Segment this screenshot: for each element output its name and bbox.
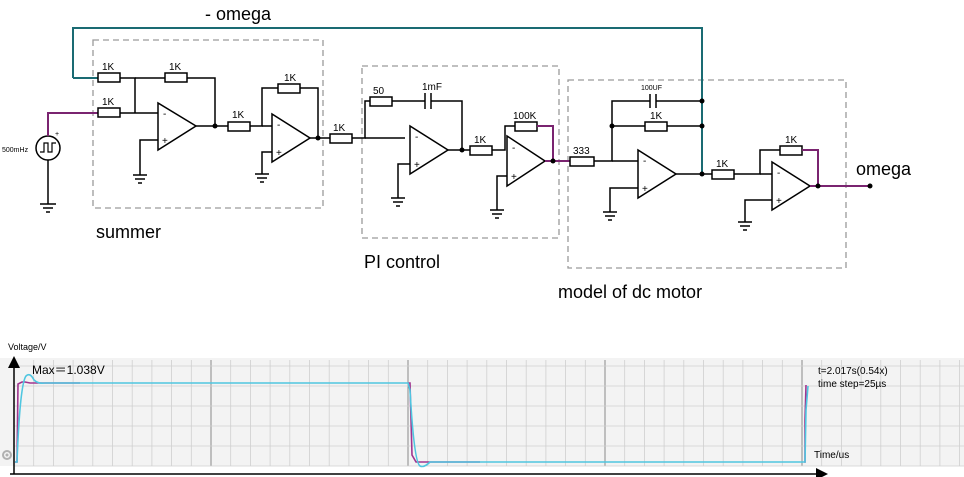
y-axis-label: Voltage/V <box>8 342 47 352</box>
source-wire <box>47 112 98 136</box>
svg-text:1K: 1K <box>169 62 182 73</box>
svg-text:-: - <box>512 143 515 154</box>
opamp-output <box>771 160 812 212</box>
svg-text:1K: 1K <box>284 73 297 84</box>
pi-control-label: PI control <box>364 252 440 272</box>
svg-text:1K: 1K <box>232 110 245 121</box>
x-axis-arrow <box>816 468 828 477</box>
resistor-out-in <box>711 169 735 180</box>
circuit-schematic: - omega 500mHz + 1K 1K 1K - + 1K 1K - + … <box>2 4 912 300</box>
svg-text:1mF: 1mF <box>422 82 442 93</box>
resistor-summer-top <box>97 72 121 83</box>
svg-text:+: + <box>414 160 420 171</box>
resistor-motor-in <box>569 156 595 167</box>
time-readout: t=2.017s(0.54x) <box>818 366 888 377</box>
resistor-summer-fb <box>164 72 188 83</box>
svg-text:1K: 1K <box>650 111 663 122</box>
resistor-pi2-fb <box>514 121 538 132</box>
svg-text:-: - <box>163 109 166 120</box>
svg-text:100UF: 100UF <box>641 85 662 92</box>
opamp-inverter <box>271 112 312 164</box>
resistor-pi-in <box>329 133 353 144</box>
svg-text:333: 333 <box>573 146 590 157</box>
capacitor-motor <box>649 94 657 108</box>
svg-text:+: + <box>776 196 782 207</box>
capacitor-pi <box>424 93 432 109</box>
svg-text:1K: 1K <box>102 97 115 108</box>
square-wave-icon <box>40 142 56 153</box>
svg-text:1K: 1K <box>333 123 346 134</box>
resistor-pi-p <box>369 96 393 107</box>
source-label: 500mHz <box>2 147 29 154</box>
time-step-readout: time step=25µs <box>818 379 886 390</box>
feedback-label: - omega <box>205 4 272 24</box>
svg-text:100K: 100K <box>513 111 537 122</box>
svg-text:+: + <box>276 148 282 159</box>
svg-text:1K: 1K <box>716 159 729 170</box>
svg-text:1K: 1K <box>474 135 487 146</box>
svg-text:50: 50 <box>373 86 385 97</box>
svg-text:1K: 1K <box>102 62 115 73</box>
svg-text:-: - <box>277 120 280 131</box>
svg-text:-: - <box>777 168 780 179</box>
summer-label: summer <box>96 222 161 242</box>
resistor-inv-fb <box>277 83 301 94</box>
resistor-out-fb <box>779 145 803 156</box>
resistor-motor-fb <box>644 121 668 132</box>
oscilloscope-panel: Voltage/V Time/us Max＝1.038V t=2.017s(0.… <box>0 342 964 477</box>
opamp-pi <box>409 124 450 176</box>
output-label: omega <box>856 159 912 179</box>
motor-label: model of dc motor <box>558 282 702 300</box>
y-axis-arrow <box>8 356 20 368</box>
max-readout: Max＝1.038V <box>32 363 105 377</box>
resistor-pi2-in <box>469 145 493 156</box>
ground-icon <box>40 203 56 213</box>
opamp-motor <box>637 148 678 200</box>
svg-text:+: + <box>162 136 168 147</box>
svg-text:1K: 1K <box>785 135 798 146</box>
opamp-summer <box>157 101 198 152</box>
motor-box <box>567 79 847 269</box>
svg-text:-: - <box>415 132 418 143</box>
opamp-pi2 <box>506 134 547 188</box>
source-plus: + <box>55 131 59 138</box>
summer-box <box>92 39 324 209</box>
svg-text:+: + <box>642 184 648 195</box>
svg-text:+: + <box>511 172 517 183</box>
cyan-trace <box>15 373 809 468</box>
gear-icon[interactable] <box>2 450 12 460</box>
resistor-inv-in <box>227 121 251 132</box>
x-axis-label: Time/us <box>814 450 849 461</box>
pi-control-box <box>361 65 560 239</box>
resistor-summer-in <box>97 107 121 118</box>
svg-text:-: - <box>643 156 646 167</box>
